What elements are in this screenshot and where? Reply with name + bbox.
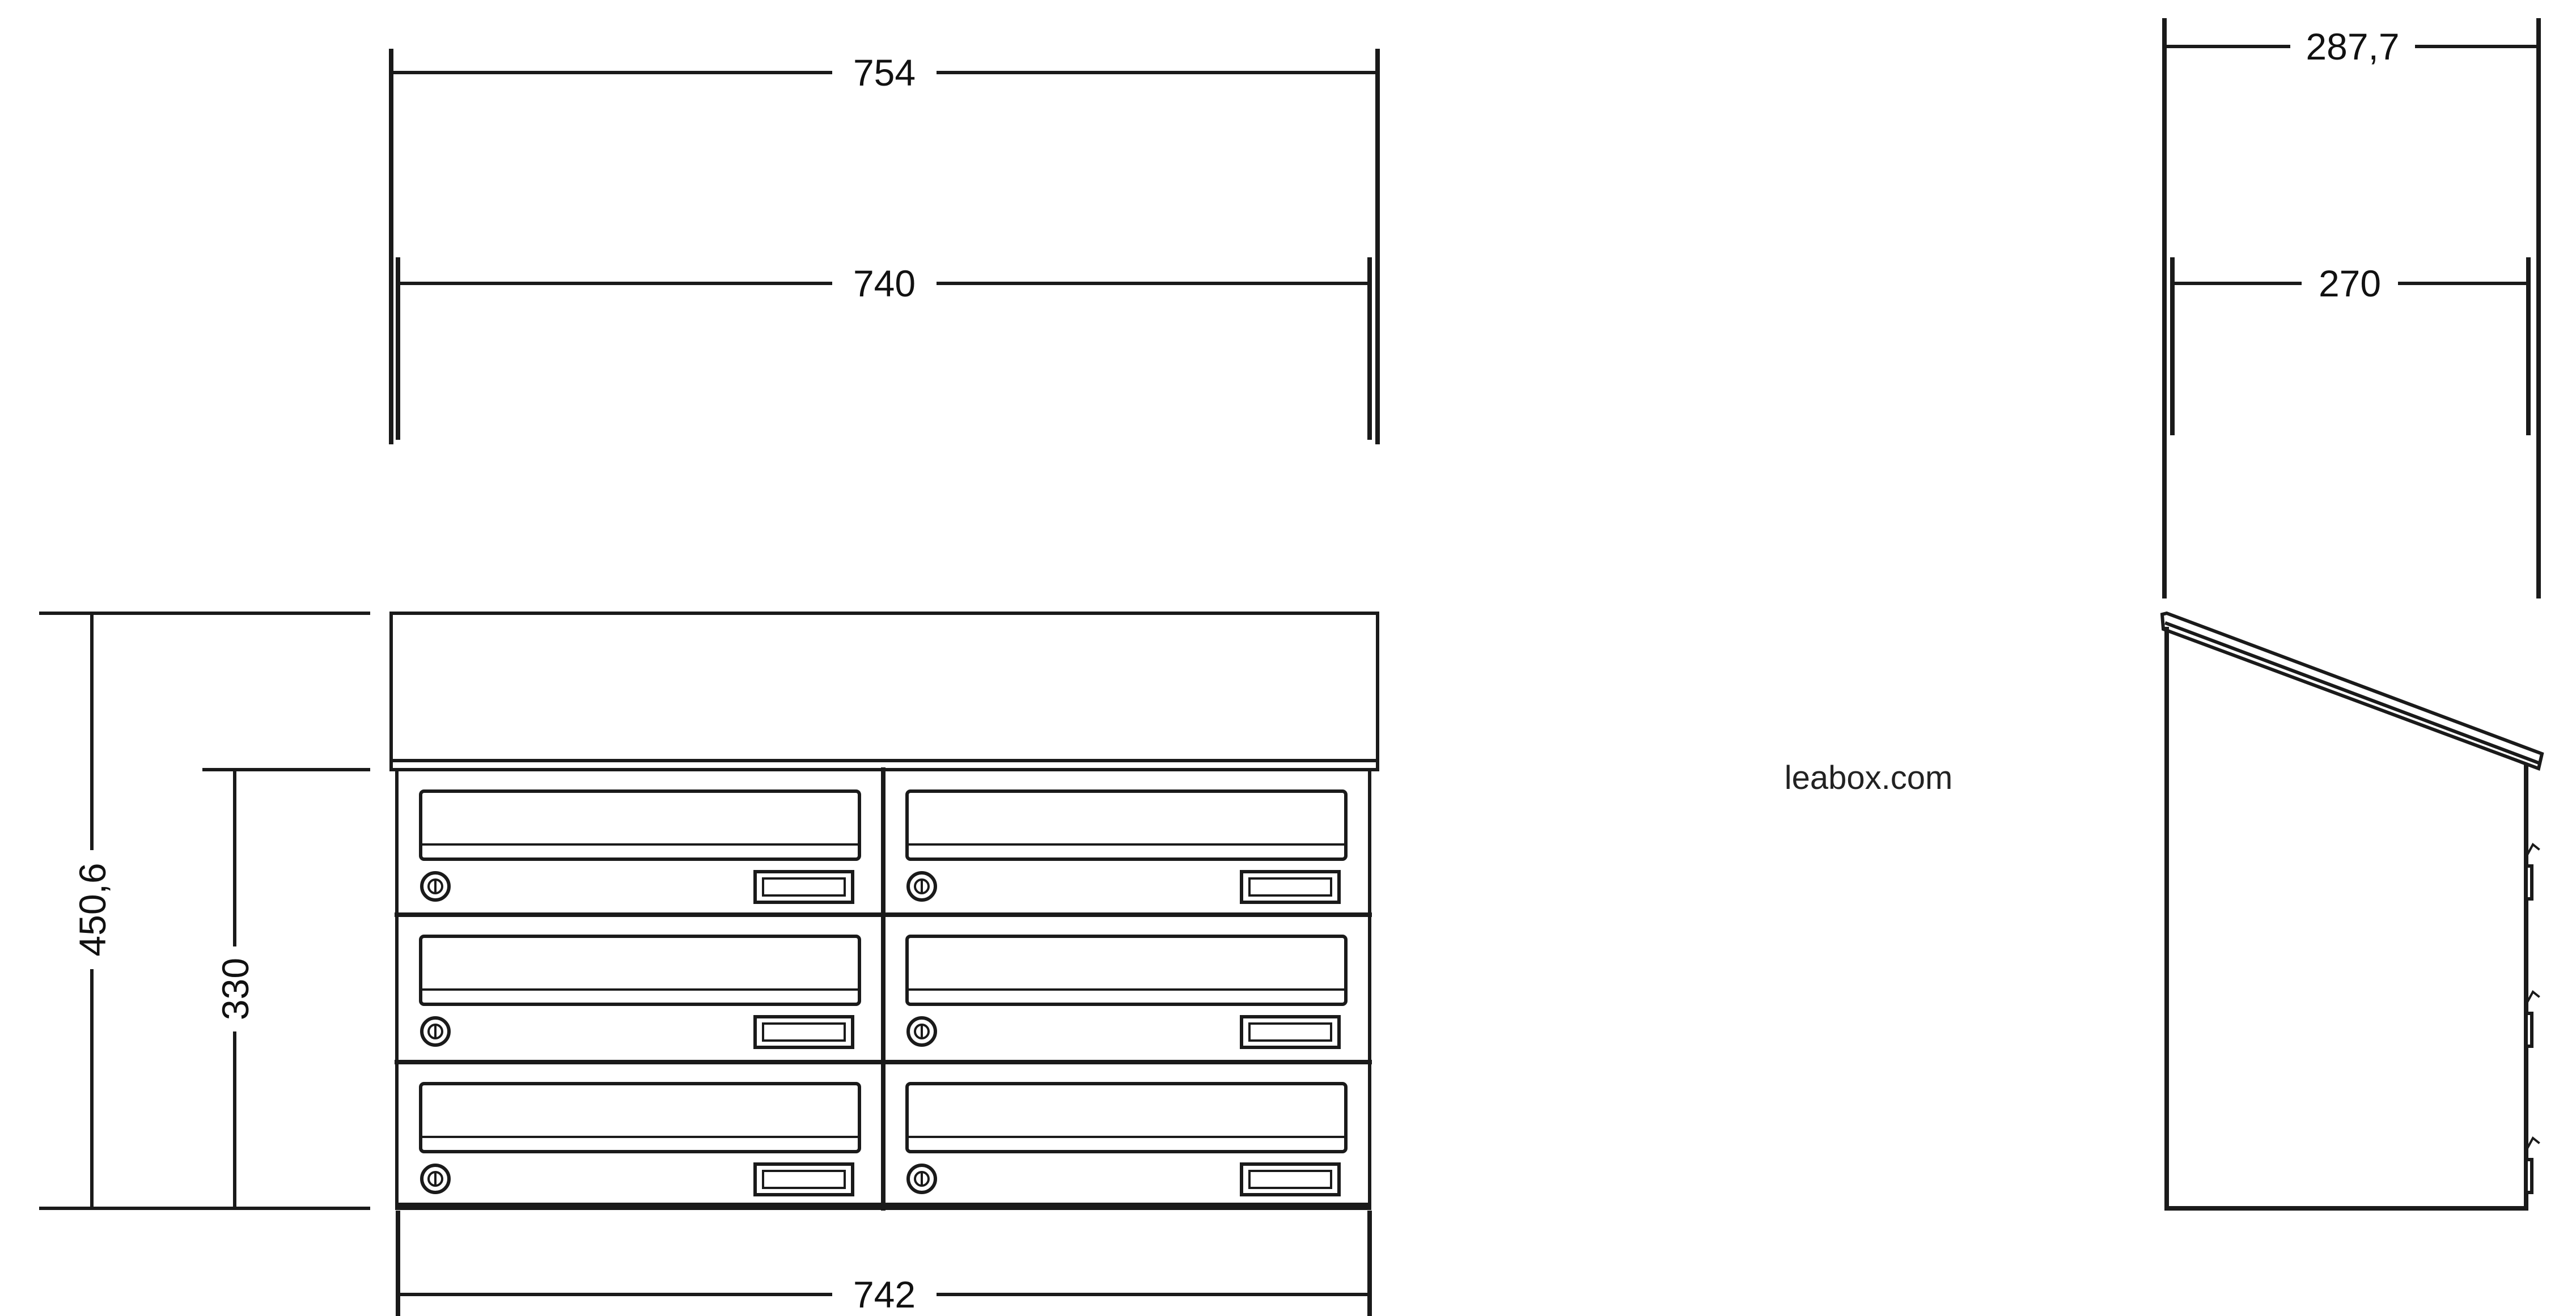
top-inner-width-label: 740	[853, 262, 916, 304]
mail-slot-flap	[419, 935, 861, 1006]
lock-icon	[420, 1164, 451, 1194]
name-tag-icon	[1240, 1162, 1341, 1196]
mailbox-compartment	[905, 1082, 1348, 1196]
mailbox-compartment	[419, 789, 861, 904]
mailbox-compartment	[419, 935, 861, 1049]
lock-icon	[906, 871, 937, 902]
name-tag-icon	[753, 1162, 854, 1196]
box-height-label: 330	[214, 958, 256, 1020]
side-outer-depth-label: 287,7	[2306, 26, 2399, 67]
mail-slot-flap	[419, 1082, 861, 1153]
mailbox-compartment	[905, 935, 1348, 1049]
total-height-dimension: 450,6	[39, 612, 370, 1210]
mailbox-front-view	[389, 612, 1379, 1211]
name-tag-icon	[753, 870, 854, 904]
mail-slot-flap	[419, 789, 861, 861]
top-outer-width-label: 754	[853, 52, 916, 94]
mailbox-compartment	[905, 789, 1348, 904]
mail-slot-flap	[905, 789, 1348, 861]
total-height-label: 450,6	[71, 863, 113, 956]
lock-icon	[420, 1016, 451, 1047]
side-inner-depth-dimension: 270	[2170, 257, 2531, 435]
top-inner-width-dimension: 740	[396, 257, 1372, 440]
box-height-dimension: 330	[202, 768, 370, 1210]
name-tag-icon	[1240, 1015, 1341, 1049]
mailbox-side-view	[2160, 611, 2544, 1211]
sloped-roof	[2160, 611, 2544, 771]
lock-icon	[906, 1016, 937, 1047]
name-tag-icon	[753, 1015, 854, 1049]
side-outer-depth-dimension: 287,7	[2162, 18, 2541, 598]
bottom-width-label: 742	[853, 1273, 916, 1315]
name-tag-icon	[1240, 870, 1341, 904]
top-cover-panel	[389, 612, 1379, 771]
side-inner-depth-label: 270	[2319, 262, 2381, 304]
mailbox-compartment	[419, 1082, 861, 1196]
top-outer-width-dimension: 754	[389, 49, 1380, 444]
mail-slot-flap	[905, 1082, 1348, 1153]
lock-icon	[420, 871, 451, 902]
mail-slot-flap	[905, 935, 1348, 1006]
brand-label: leabox.com	[1785, 759, 1953, 796]
lock-icon	[906, 1164, 937, 1194]
bottom-width-dimension: 742	[396, 1211, 1372, 1316]
